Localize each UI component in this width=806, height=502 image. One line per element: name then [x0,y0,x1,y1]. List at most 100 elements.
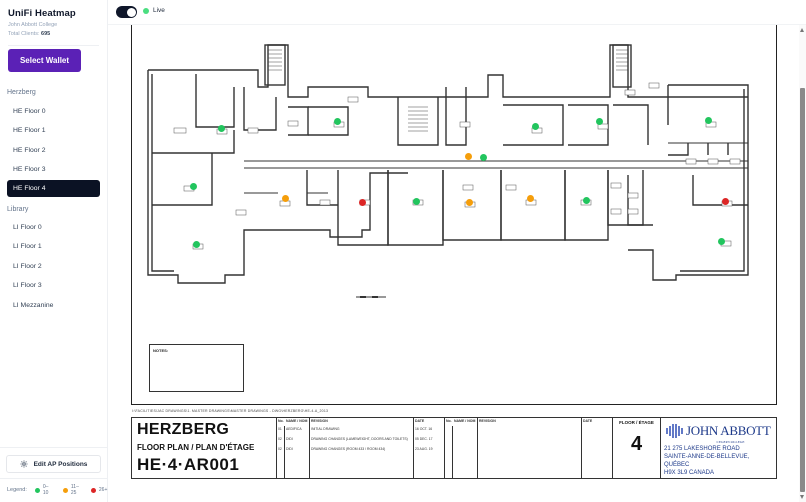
drawing-code: HE·4·AR001 [137,455,240,474]
nav-item-he-floor-3[interactable]: HE Floor 3 [13,166,46,173]
rev-date: 05 DEC. 17 [413,436,445,446]
sidebar: UniFi Heatmap John Abbott College Total … [0,0,108,502]
college-name: JOHN ABBOTT [686,423,771,438]
access-point-marker[interactable] [465,198,473,206]
floorplan-canvas[interactable]: NOTES: I:\FACILITIES\JAC DRAWINGS\1. MAS… [108,25,798,502]
live-toggle[interactable] [116,6,137,18]
legend: Legend: 0–10 11–25 26+ [7,484,123,496]
nav-item-he-floor-0[interactable]: HE Floor 0 [13,108,46,115]
nav-item-li-floor-1[interactable]: LI Floor 1 [13,243,42,250]
floorplan-drawing [147,44,749,298]
access-point-marker[interactable] [358,198,366,206]
rev2-header-name: NAME / NOM [454,419,476,423]
live-status: Live [143,7,165,14]
legend-dot-red [90,487,96,493]
rev-date: 23 AUG. 19 [413,446,445,456]
access-point-marker[interactable] [333,117,341,125]
group-label-library: Library [7,206,29,213]
address-line-1: 21 275 LAKESHORE ROAD [664,446,740,452]
access-point-marker[interactable] [526,194,534,202]
plan-subtitle: FLOOR PLAN / PLAN D'ÉTAGE [137,443,255,452]
rev-desc: DRAWING CHANGES (ROOM 433 / ROOM 434) [309,446,413,456]
access-point-marker[interactable] [281,194,289,202]
rev-no: 02 [277,446,285,456]
floor-label: FLOOR / ÉTAGE [619,420,654,425]
live-indicator-icon [143,7,149,14]
access-point-marker[interactable] [704,116,712,124]
nav-item-he-floor-1[interactable]: HE Floor 1 [13,127,46,134]
rev-desc: DRAWING CHANGES (LAMEWEIGHT, DOORS AND T… [309,436,413,446]
rev-header-revision: REVISION [309,418,413,426]
revision-table: No. NAME / NOM REVISION DATE 01 AEDIFICA… [277,418,445,478]
access-point-marker[interactable] [412,197,420,205]
access-point-marker[interactable] [531,122,539,130]
edit-ap-positions-button[interactable]: Edit AP Positions [6,455,101,473]
rev2-header-revision: REVISION [477,418,581,426]
gear-icon [20,460,28,468]
legend-item-high: 26+ [90,487,113,493]
title-main: HERZBERG FLOOR PLAN / PLAN D'ÉTAGE HE·4·… [132,418,277,478]
legend-range: 0–10 [42,484,49,496]
divider [0,478,108,479]
divider [0,447,108,448]
nav-item-he-floor-2[interactable]: HE Floor 2 [13,147,46,154]
floorplan-frame [131,25,777,405]
nav-item-he-floor-4[interactable]: HE Floor 4 [7,180,100,197]
total-clients-value: 695 [41,31,51,37]
scroll-down-arrow-icon[interactable] [800,495,804,499]
legend-item-low: 0–10 [34,484,53,496]
address-line-3: H9X 3L9 CANADA [664,470,715,476]
access-point-marker[interactable] [595,117,603,125]
rev-name: DIDI [286,447,293,451]
building-name: HERZBERG [137,421,230,438]
rev-no: 02 [277,436,285,446]
nav-item-li-floor-0[interactable]: LI Floor 0 [13,224,42,231]
legend-range: 26+ [98,487,108,493]
total-clients-label: Total Clients: [8,31,42,37]
rev-header-no: No. [278,419,284,423]
access-point-marker[interactable] [464,152,472,160]
rev-date: 16 OCT. 16 [413,426,445,436]
app-title: UniFi Heatmap [8,8,76,19]
rev-desc: INITIAL DRAWING [309,426,413,436]
brand: UniFi Heatmap John Abbott College Total … [0,0,107,37]
scroll-up-arrow-icon[interactable] [800,28,804,32]
rev-header-name: NAME / NOM [286,419,308,423]
college-logo-icon [666,424,683,438]
legend-label: Legend: [7,487,27,493]
rev2-header-no: No. [446,419,452,423]
legend-range: 11–25 [70,484,79,496]
access-point-marker[interactable] [217,124,225,132]
access-point-marker[interactable] [189,182,197,190]
org-name: John Abbott College [8,22,58,28]
scroll-thumb[interactable] [800,88,805,492]
access-point-marker[interactable] [479,153,487,161]
access-point-marker[interactable] [582,196,590,204]
divider [8,45,99,46]
nav-item-li-mezzanine[interactable]: LI Mezzanine [13,302,54,309]
notes-label: NOTES: [153,348,169,353]
edit-ap-positions-label: Edit AP Positions [33,460,88,468]
toggle-knob [126,7,136,17]
rev-no: 01 [277,426,285,436]
legend-dot-orange [62,487,68,493]
nav-item-li-floor-3[interactable]: LI Floor 3 [13,282,42,289]
nav-item-li-floor-2[interactable]: LI Floor 2 [13,263,42,270]
college-info: JOHN ABBOTT CEGEP/COLLEGE 21 275 LAKESHO… [661,418,776,478]
floor-box: FLOOR / ÉTAGE 4 [613,418,661,478]
select-wallet-button[interactable]: Select Wallet [8,49,81,72]
legend-dot-green [34,487,40,493]
legend-item-medium: 11–25 [62,484,81,496]
rev-name: DIDI [286,437,293,441]
title-block: HERZBERG FLOOR PLAN / PLAN D'ÉTAGE HE·4·… [131,417,777,479]
access-point-marker[interactable] [192,240,200,248]
college-subtitle: CEGEP/COLLEGE [716,440,745,444]
rev-name: AEDIFICA [286,427,302,431]
floor-number: 4 [630,433,643,455]
access-point-marker[interactable] [721,197,729,205]
access-point-marker[interactable] [717,237,725,245]
total-clients: Total Clients: 695 [8,31,99,37]
live-status-label: Live [153,7,165,14]
vertical-scrollbar[interactable] [799,25,806,502]
